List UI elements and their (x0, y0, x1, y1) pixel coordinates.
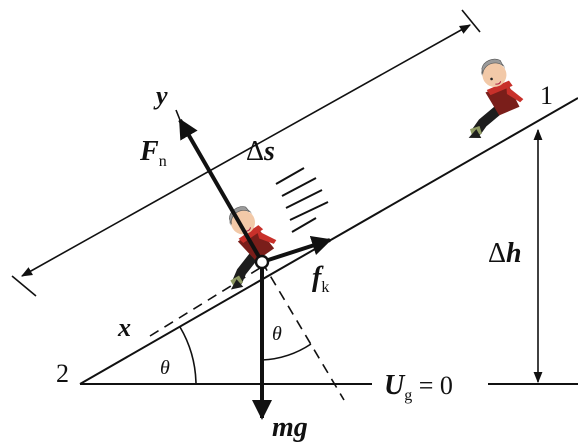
angle-arc-weight (261, 343, 312, 361)
x-axis-label: x (117, 313, 131, 342)
angle-weight-label: θ (272, 323, 282, 345)
weight-label: mg (272, 412, 308, 443)
displacement-tick-right (461, 9, 481, 33)
displacement-label: Δs (246, 136, 275, 167)
sledder-middle (197, 199, 288, 293)
y-axis-label: y (153, 81, 168, 110)
point-end-label: 2 (56, 359, 69, 388)
normal-force-label: Fn (139, 136, 167, 170)
displacement-arrow (21, 24, 471, 277)
angle-base-label: θ (160, 357, 170, 379)
friction-arrow (261, 236, 332, 264)
center-of-mass (254, 254, 270, 270)
angle-arc-base (179, 326, 197, 385)
y-axis-line (175, 109, 181, 121)
potential-zero-label: Ug = 0 (384, 370, 453, 404)
height-label: Δh (488, 238, 522, 269)
point-start-label: 1 (540, 81, 553, 110)
motion-lines (275, 167, 329, 233)
friction-label: fk (312, 262, 329, 296)
sledder-top (448, 54, 531, 142)
displacement-tick-left (11, 275, 37, 297)
perpendicular-dashed (261, 261, 345, 401)
normal-force-arrow (178, 118, 264, 264)
